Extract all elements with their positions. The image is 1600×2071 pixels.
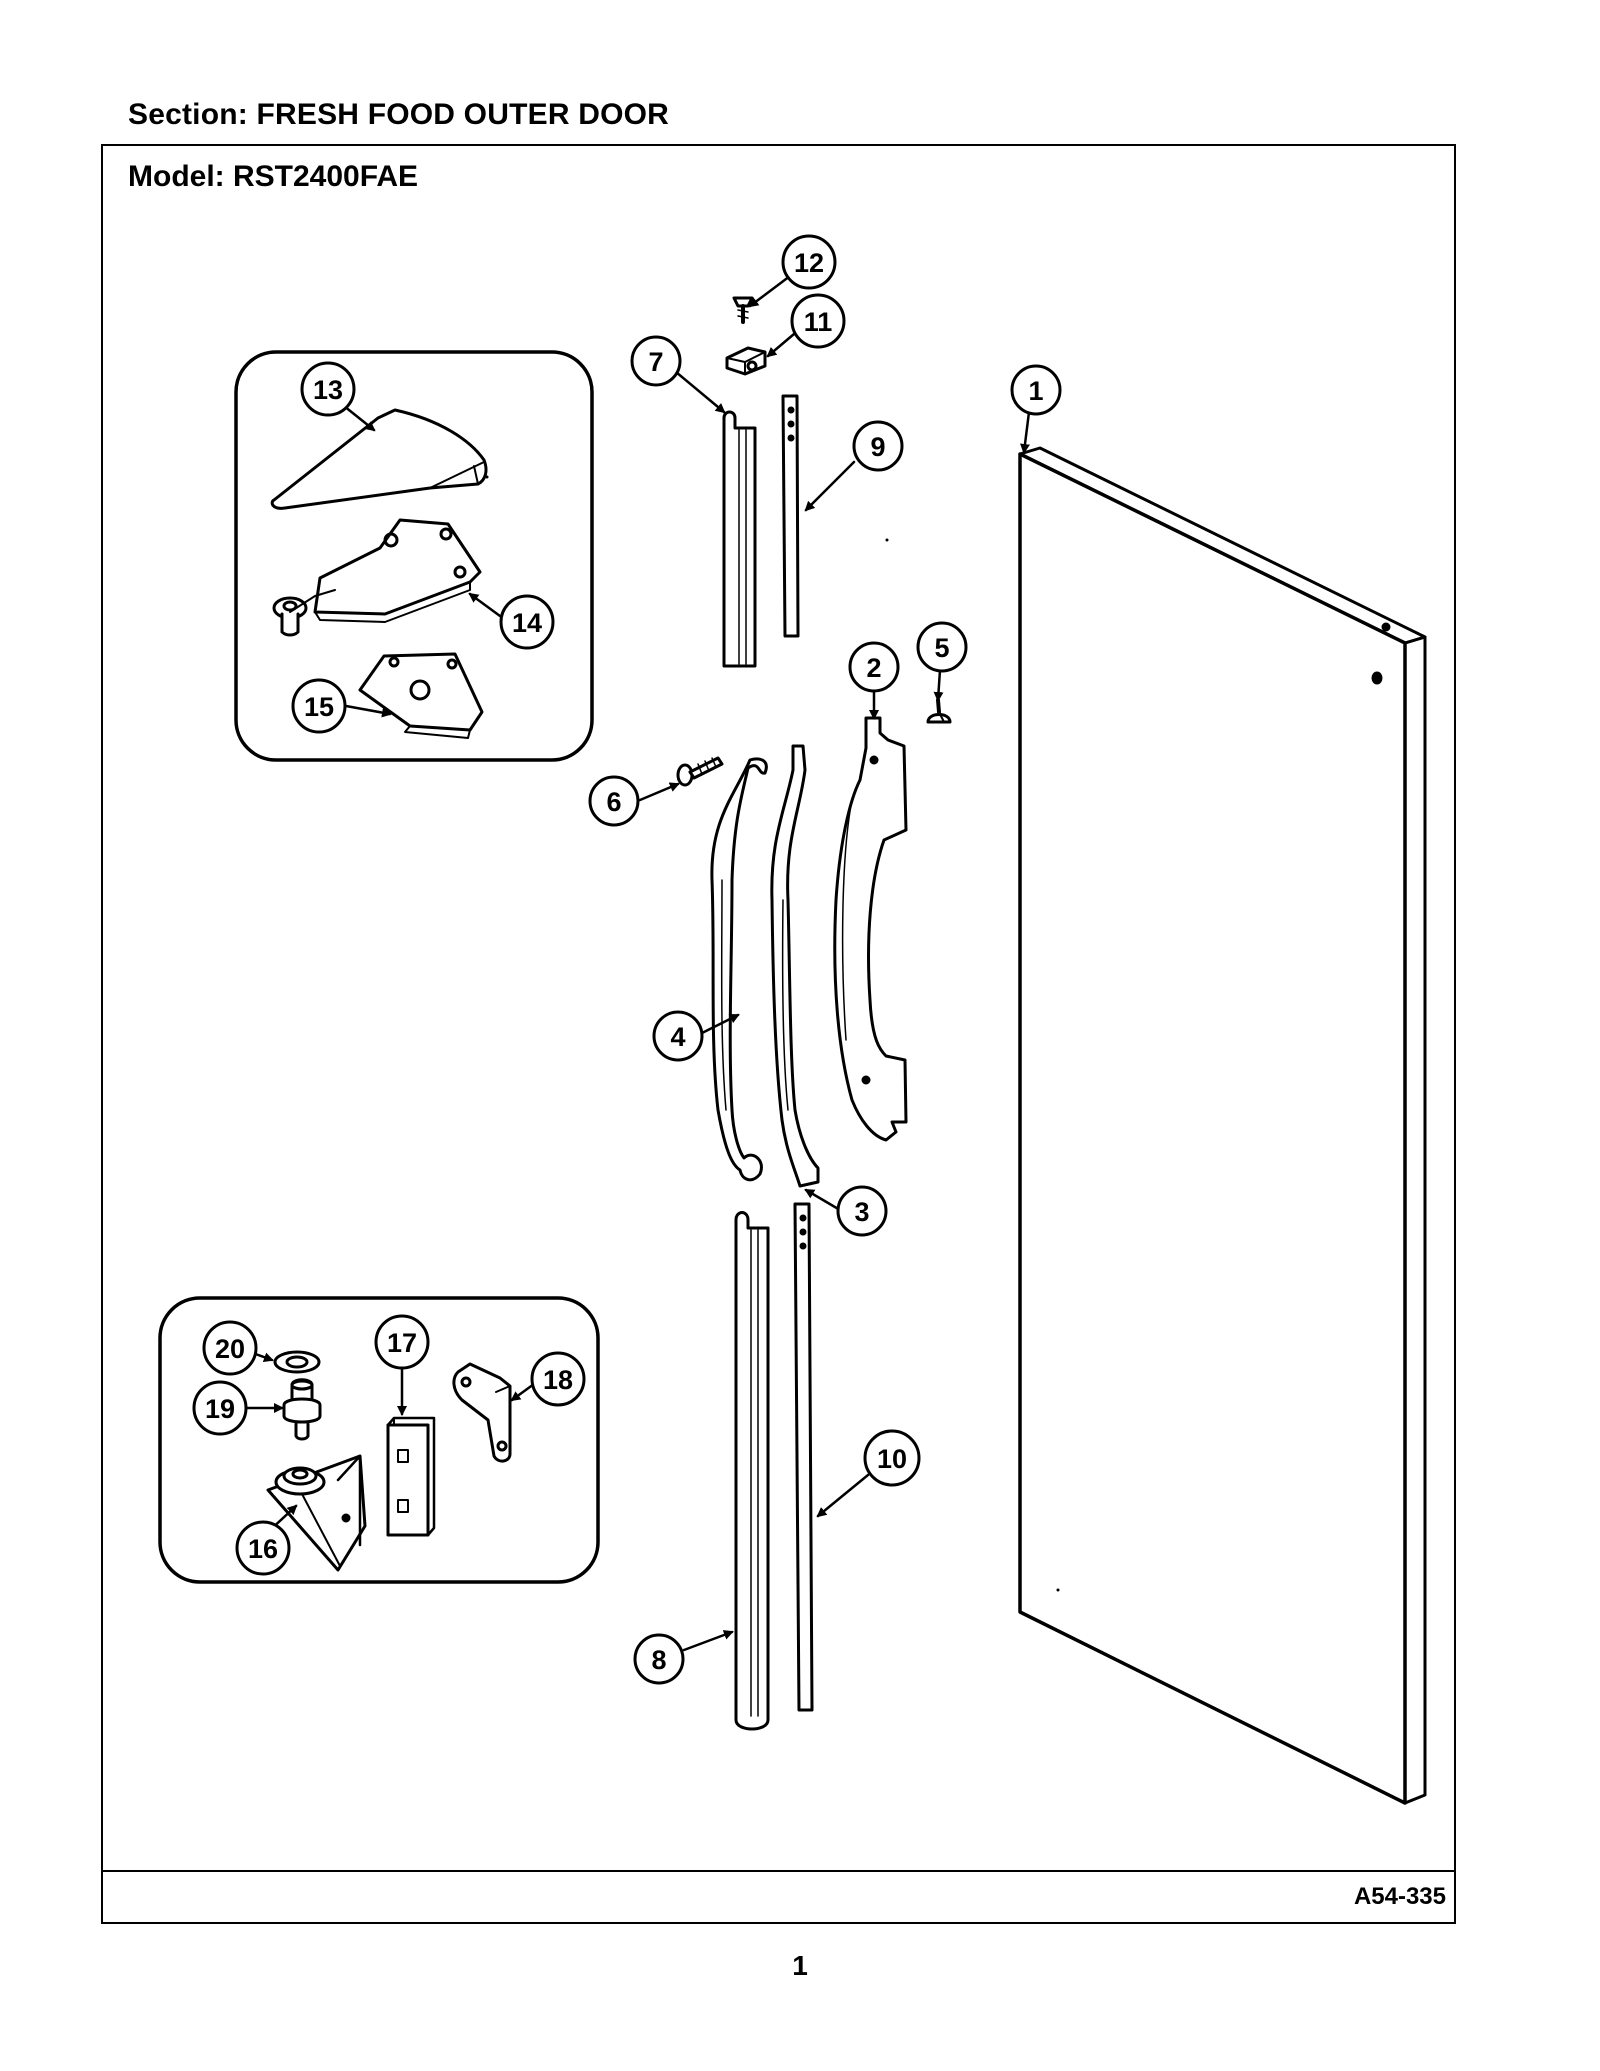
svg-text:19: 19 (205, 1394, 235, 1424)
page-number: 1 (792, 1950, 808, 1981)
callout-14: 14 (499, 594, 555, 650)
callout-18: 18 (530, 1351, 586, 1407)
screw-part-6 (676, 756, 724, 787)
model-title: Model: RST2400FAE (128, 160, 419, 193)
callout-5: 5 (916, 621, 968, 673)
top-hinge-inset (234, 350, 594, 762)
svg-text:11: 11 (804, 307, 833, 337)
svg-text:8: 8 (651, 1645, 666, 1675)
lower-trim-bar (793, 1202, 814, 1712)
callout-leaders (244, 274, 1031, 1652)
hinge-plate-part-15 (358, 652, 484, 739)
svg-text:18: 18 (543, 1365, 573, 1395)
callout-19: 19 (192, 1380, 248, 1436)
svg-text:15: 15 (304, 692, 334, 722)
handle-bracket-part-2 (833, 716, 908, 1142)
callout-8: 8 (633, 1633, 685, 1685)
screw-part-12 (732, 296, 754, 324)
hinge-cover-part-13 (270, 408, 488, 510)
svg-text:6: 6 (606, 787, 621, 817)
footer-divider (101, 1870, 1456, 1872)
hinge-pin-part-19 (282, 1378, 322, 1441)
callout-11: 11 (790, 293, 846, 349)
top-hinge-part-14 (272, 518, 482, 637)
callout-3: 3 (836, 1185, 888, 1237)
callout-2: 2 (848, 641, 900, 693)
svg-text:2: 2 (866, 653, 881, 683)
svg-text:10: 10 (877, 1444, 907, 1474)
svg-text:7: 7 (648, 347, 663, 377)
svg-text:17: 17 (387, 1328, 417, 1358)
callout-7: 7 (630, 335, 682, 387)
svg-text:1: 1 (1028, 376, 1043, 406)
figure-code: A54-335 (1353, 1883, 1446, 1910)
svg-text:12: 12 (794, 248, 824, 278)
spacer-block-part-11 (725, 346, 767, 376)
bottom-hinge-part-16 (266, 1454, 367, 1572)
diagram-frame (101, 144, 1456, 1924)
callout-6: 6 (588, 775, 640, 827)
lower-trim-strip (734, 1211, 770, 1731)
callout-20: 20 (202, 1320, 258, 1376)
callout-13: 13 (300, 361, 356, 417)
section-title: Section: FRESH FOOD OUTER DOOR (128, 98, 670, 131)
svg-text:16: 16 (248, 1534, 278, 1564)
svg-text:20: 20 (215, 1334, 245, 1364)
callout-1: 1 (1010, 364, 1062, 416)
door-panel (1018, 446, 1427, 1805)
svg-text:5: 5 (934, 633, 949, 663)
svg-text:13: 13 (313, 375, 343, 405)
svg-text:9: 9 (870, 432, 885, 462)
svg-text:3: 3 (854, 1197, 869, 1227)
screw-part-5 (926, 698, 952, 724)
handle-outer-part-4 (710, 757, 768, 1182)
callout-4: 4 (652, 1010, 704, 1062)
bracket-part-18 (452, 1362, 512, 1463)
callout-12: 12 (781, 234, 837, 290)
svg-text:14: 14 (512, 608, 542, 638)
callout-17: 17 (374, 1314, 430, 1370)
callout-15: 15 (291, 678, 347, 734)
callout-16: 16 (235, 1520, 291, 1576)
handle-middle-part-3 (770, 744, 820, 1188)
callout-10: 10 (863, 1429, 921, 1487)
upper-trim-bar (781, 394, 800, 638)
washer-part-20 (273, 1350, 321, 1374)
shim-part-17 (386, 1416, 436, 1537)
svg-text:4: 4 (670, 1022, 685, 1052)
callout-9: 9 (852, 420, 904, 472)
bottom-hinge-inset (158, 1296, 600, 1584)
upper-trim-strip (722, 410, 757, 668)
